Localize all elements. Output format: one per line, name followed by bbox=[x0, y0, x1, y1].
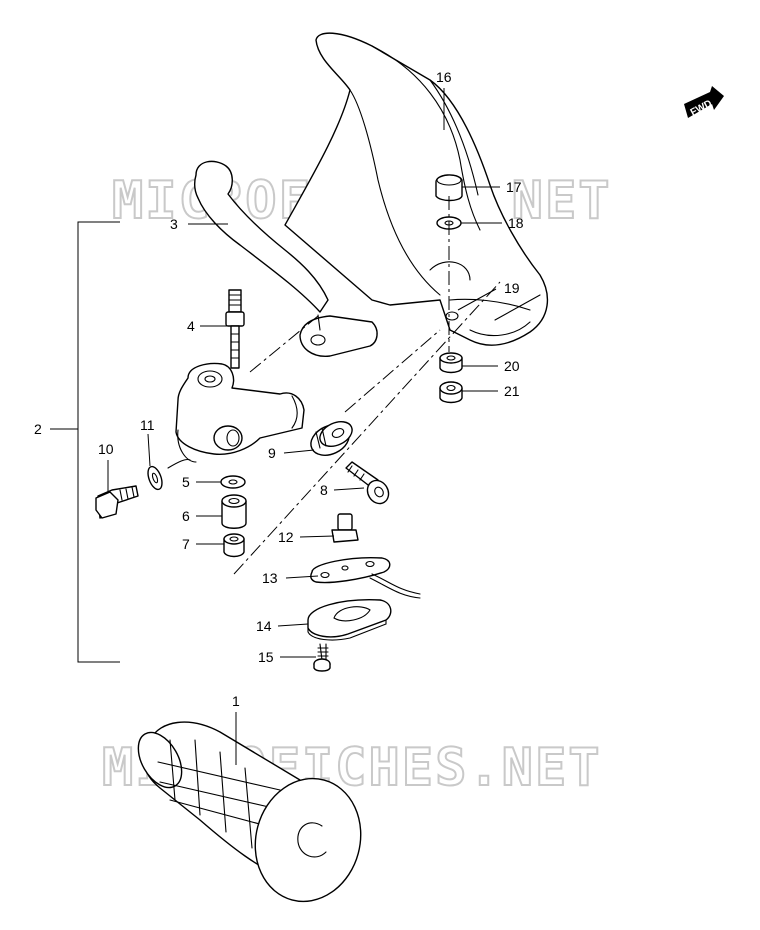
callout-20: 20 bbox=[504, 358, 520, 374]
screw-15 bbox=[313, 643, 331, 672]
nut-20 bbox=[439, 352, 463, 374]
callout-11: 11 bbox=[140, 417, 155, 433]
callout-21: 21 bbox=[504, 383, 520, 399]
washer-5 bbox=[220, 475, 246, 489]
washer-11 bbox=[147, 465, 163, 491]
callout-8: 8 bbox=[320, 482, 328, 498]
handlebar-grip bbox=[137, 721, 362, 903]
alignment-line-3 bbox=[344, 329, 441, 413]
callout-5: 5 bbox=[182, 474, 190, 490]
switch-plug bbox=[331, 513, 359, 543]
adjuster-bolt bbox=[225, 289, 245, 369]
alignment-line-2 bbox=[249, 315, 319, 373]
clutch-lever bbox=[193, 160, 378, 357]
cap-17 bbox=[435, 174, 463, 202]
assembly-bracket bbox=[50, 221, 120, 663]
leader-lines bbox=[107, 88, 502, 765]
callout-17: 17 bbox=[506, 179, 522, 195]
nut-21 bbox=[439, 381, 463, 404]
callout-10: 10 bbox=[98, 441, 114, 457]
lever-holder bbox=[175, 362, 305, 463]
clamp bbox=[307, 599, 392, 641]
callout-9: 9 bbox=[268, 445, 276, 461]
callout-6: 6 bbox=[182, 508, 190, 524]
collar bbox=[221, 494, 247, 529]
callout-13: 13 bbox=[262, 570, 278, 586]
callout-12: 12 bbox=[278, 529, 294, 545]
callout-3: 3 bbox=[170, 216, 178, 232]
callout-7: 7 bbox=[182, 536, 190, 552]
callout-4: 4 bbox=[187, 318, 195, 334]
fwd-arrow-icon: FWD bbox=[684, 86, 724, 119]
callout-19: 19 bbox=[504, 280, 520, 296]
callout-15: 15 bbox=[258, 649, 274, 665]
switch-plate bbox=[310, 556, 421, 599]
alignment-line-1 bbox=[233, 281, 501, 575]
nut-7 bbox=[223, 533, 245, 558]
cable-bolt bbox=[345, 461, 390, 505]
callout-14: 14 bbox=[256, 618, 272, 634]
adjuster-ring bbox=[310, 421, 353, 456]
callout-1: 1 bbox=[232, 693, 240, 709]
pivot-bolt bbox=[95, 485, 139, 519]
callout-16: 16 bbox=[436, 69, 452, 85]
callout-18: 18 bbox=[508, 215, 524, 231]
callout-2: 2 bbox=[34, 421, 42, 437]
